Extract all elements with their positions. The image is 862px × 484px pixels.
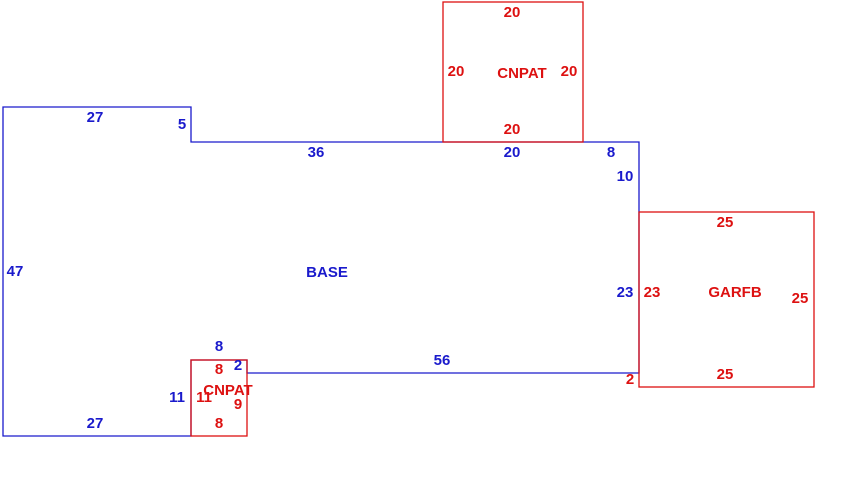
base-dim-top-under-cnpat: 20	[504, 144, 521, 161]
base-dim-right-upper: 10	[617, 168, 634, 185]
cnpat-small-dim-right: 9	[234, 396, 242, 413]
base-area-name: BASE	[306, 264, 348, 281]
base-dim-right-at-garage: 23	[617, 284, 634, 301]
cnpat-small-dim-left: 11	[196, 389, 212, 406]
cnpat-top-dim-left: 20	[448, 63, 465, 80]
base-dim-bottom-long: 56	[434, 352, 451, 369]
garage-dim-bottom: 25	[717, 366, 734, 383]
garage-area-name: GARFB	[708, 284, 761, 301]
base-dim-bottom-left: 27	[87, 415, 104, 432]
base-dim-top-middle: 36	[308, 144, 325, 161]
garage-dim-right: 25	[792, 290, 809, 307]
garage-dim-top: 25	[717, 214, 734, 231]
garage-dim-offset: 2	[626, 371, 634, 388]
cnpat-top-dim-right: 20	[561, 63, 578, 80]
cnpat-small-outline	[190, 359, 248, 437]
cnpat-top-dim-top: 20	[504, 4, 521, 21]
cnpat-small-area-name: CNPAT	[203, 382, 252, 399]
base-dim-top-left: 27	[87, 109, 104, 126]
cnpat-small-dim-bottom: 8	[215, 415, 223, 432]
cnpat-small-dim-top: 8	[215, 361, 223, 378]
base-dim-notch-height: 11	[169, 389, 185, 406]
cnpat-top-outline	[442, 1, 584, 143]
cnpat-top-dim-bottom: 20	[504, 121, 521, 138]
cnpat-top-area-name: CNPAT	[497, 65, 546, 82]
garage-outline	[638, 211, 815, 388]
garage-dim-left: 23	[644, 284, 661, 301]
base-dim-left: 47	[7, 263, 24, 280]
base-dim-step-left: 8	[215, 338, 223, 355]
base-dim-step-small: 2	[234, 357, 242, 374]
base-dim-step-down: 5	[178, 116, 186, 133]
base-dim-top-right: 8	[607, 144, 615, 161]
